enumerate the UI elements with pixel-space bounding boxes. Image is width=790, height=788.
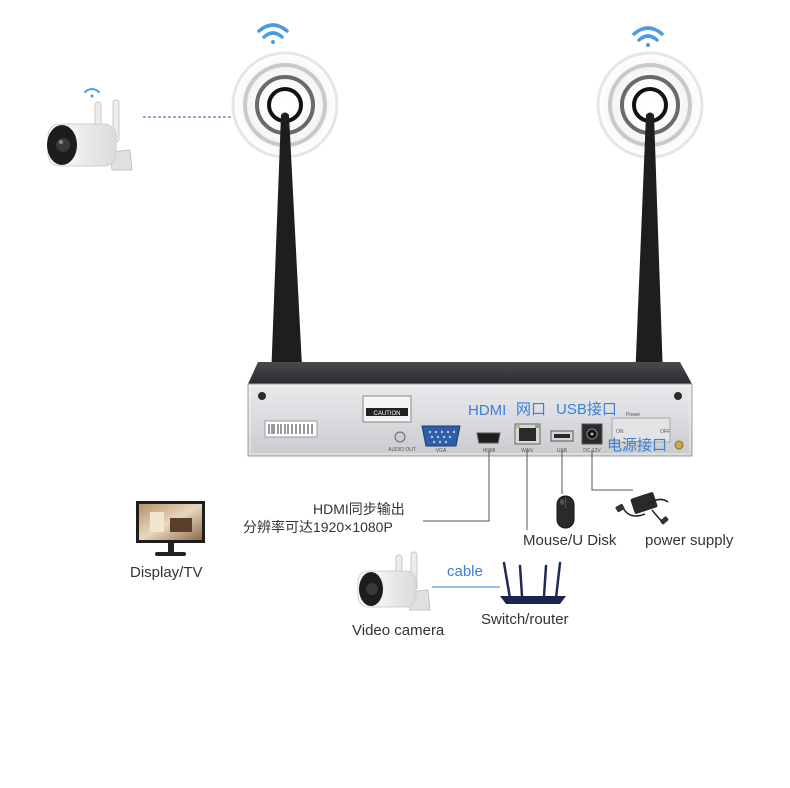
power-adapter-icon [615, 492, 669, 525]
video-camera-icon [357, 551, 431, 611]
switch-off-label: OFF [660, 429, 670, 435]
left-wifi-icon [257, 23, 289, 44]
cable-caption: cable [447, 563, 483, 580]
router-icon [500, 561, 566, 604]
video-camera-caption: Video camera [352, 622, 445, 639]
power-line [591, 450, 633, 491]
nvr-recorder: CAUTION AUDIO OUT VGA HDMI WAN USB [247, 362, 693, 457]
tv-icon [136, 501, 205, 556]
hdmi-output-line [423, 450, 490, 522]
mouse-caption: Mouse/U Disk [523, 532, 617, 549]
wireless-camera-top [47, 88, 133, 171]
audio-port-label: AUDIO OUT [388, 447, 416, 453]
hdmi-output-caption: HDMI同步输出 [313, 501, 405, 517]
power-switch-label: Power [626, 412, 641, 418]
connection-lines [423, 450, 633, 588]
resolution-caption: 分辨率可达1920×1080P [243, 519, 393, 535]
usb-port-callout: USB接口 [556, 401, 617, 418]
switch-on-label: ON [616, 429, 624, 435]
lan-port-callout: 网口 [516, 401, 547, 418]
hdmi-port-callout: HDMI [468, 402, 507, 419]
vga-port-label: VGA [436, 448, 447, 454]
right-wifi-icon [632, 26, 664, 47]
display-caption: Display/TV [130, 564, 203, 581]
power-port-callout: 电源接口 [607, 437, 668, 454]
power-supply-caption: power supply [645, 532, 734, 549]
barcode-lines [268, 424, 313, 434]
switch-caption: Switch/router [481, 611, 569, 628]
mouse-icon [556, 495, 575, 529]
caution-sticker-text: CAUTION [374, 411, 401, 417]
